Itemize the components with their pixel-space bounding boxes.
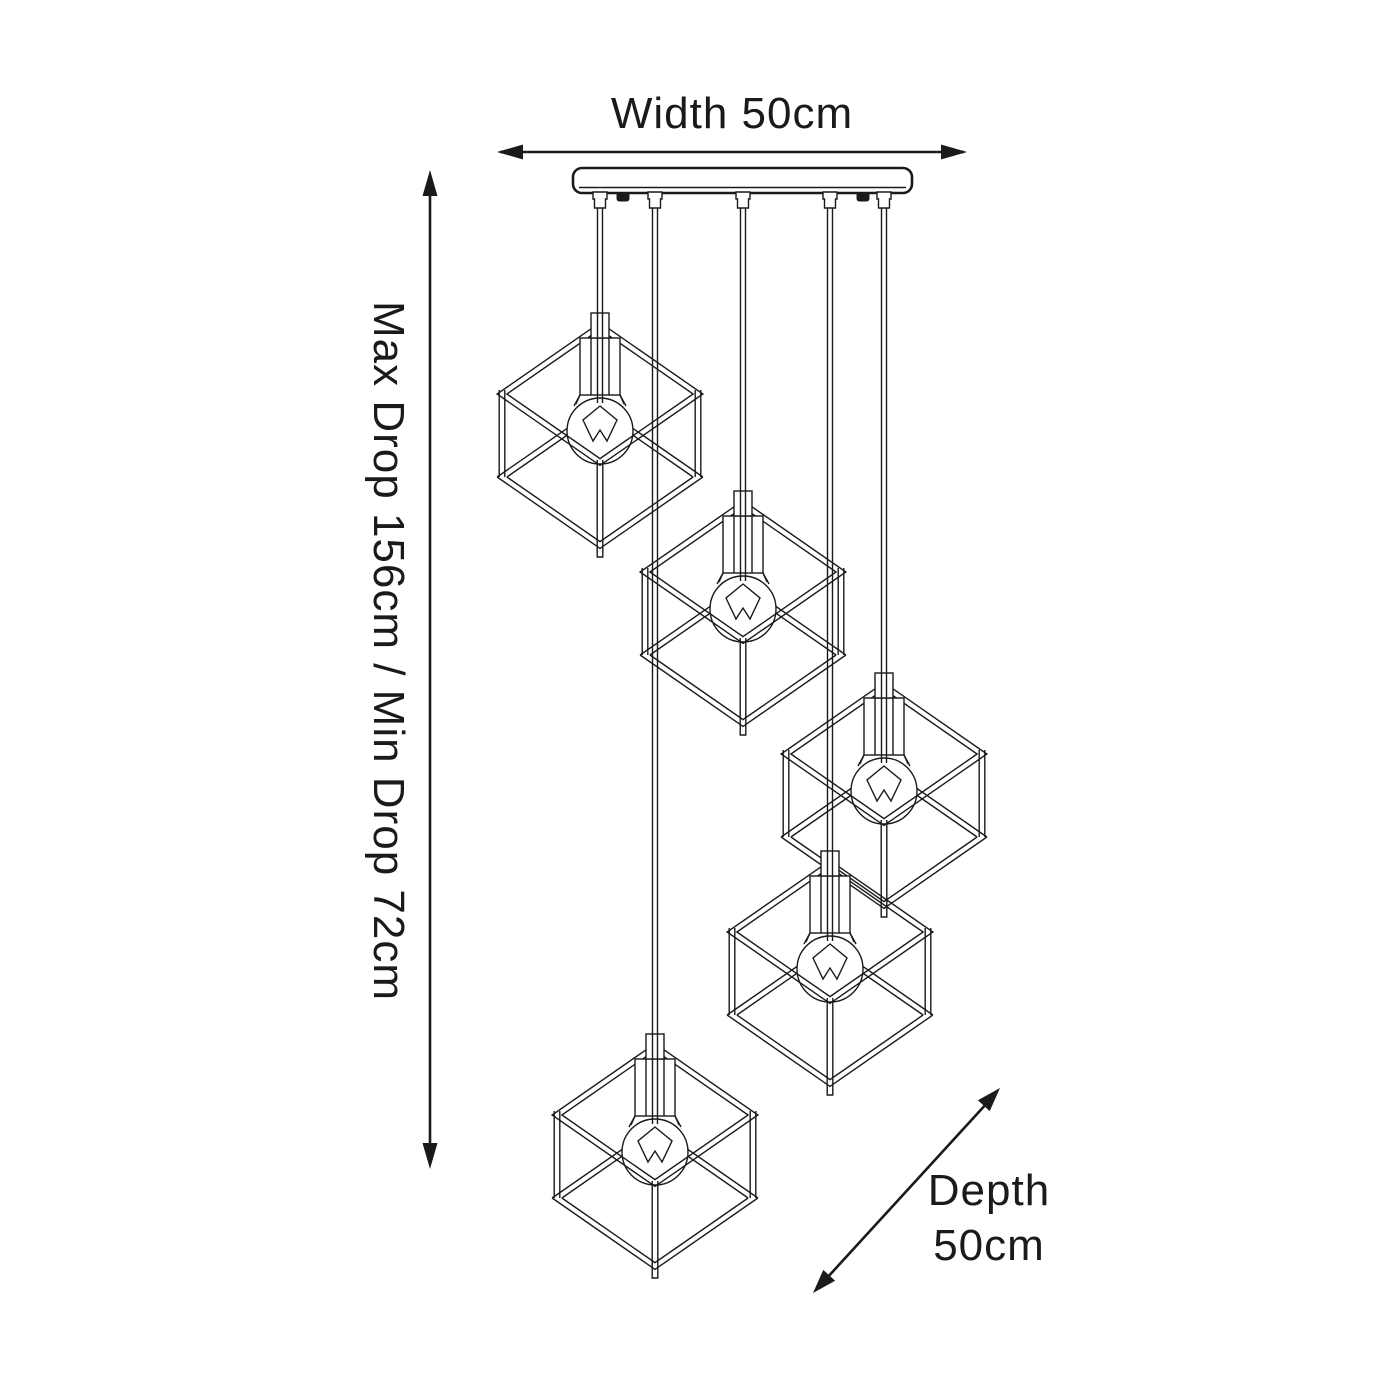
pendant-cords [596, 208, 888, 1034]
ceiling-plate [571, 166, 914, 209]
drop-dimension: Max Drop 156cm / Min Drop 72cm [364, 170, 438, 1169]
pendant-cord-3 [739, 208, 747, 491]
pendant-cord-1 [596, 208, 604, 313]
depth-dimension-label-line1: Depth [928, 1166, 1050, 1215]
cube-pendant-1 [496, 312, 704, 558]
mounting-screw-right [856, 192, 870, 202]
drop-dimension-label: Max Drop 156cm / Min Drop 72cm [364, 301, 413, 1001]
depth-dimension-arrow [825, 1101, 989, 1280]
drop-arrowhead-bottom [422, 1143, 438, 1169]
cube-pendant-2 [639, 490, 847, 736]
pendant-cord-5 [880, 208, 888, 673]
width-dimension-label: Width 50cm [611, 89, 853, 138]
width-dimension: Width 50cm [497, 89, 967, 160]
width-arrowhead-right [941, 144, 967, 160]
pendant-cord-2 [651, 208, 659, 1034]
depth-dimension: Depth 50cm [813, 1088, 1050, 1293]
drop-arrowhead-top [422, 170, 438, 196]
cord-grip-5 [876, 191, 892, 209]
depth-arrowhead-bottom [813, 1269, 836, 1293]
cord-grip-2 [647, 191, 663, 209]
width-arrowhead-left [497, 144, 523, 160]
depth-arrowhead-top [977, 1088, 1000, 1112]
cord-grip-4 [822, 191, 838, 209]
cord-grip-3 [735, 191, 751, 209]
pendant-cord-4 [826, 208, 834, 851]
cube-pendant-5 [551, 1033, 759, 1279]
mounting-screw-left [616, 192, 630, 202]
cube-pendant-4 [726, 850, 934, 1096]
cord-grip-1 [592, 191, 608, 209]
depth-dimension-label-line2: 50cm [933, 1221, 1045, 1270]
